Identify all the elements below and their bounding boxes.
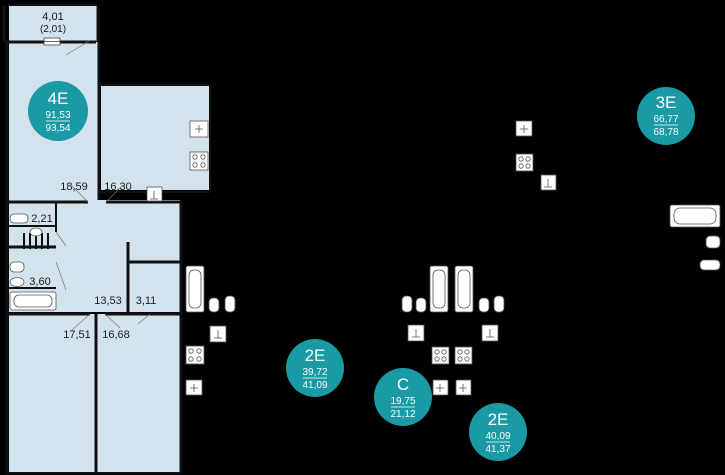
apartment-total-area: 68,78 — [653, 127, 678, 138]
bathtub-icon — [429, 265, 449, 313]
room-left-area-label: 17,51 — [63, 329, 91, 341]
bathtub-icon — [9, 291, 57, 311]
apartment-living-area: 40,09 — [485, 431, 510, 442]
balcony-area-label: 4,01 — [42, 11, 63, 23]
closet-area-label: 3,11 — [136, 295, 157, 307]
ventilation-shaft-icon — [23, 233, 49, 249]
kitchen-sink-icon — [189, 120, 209, 138]
apartment-code: 4E — [48, 89, 69, 108]
sink-icon — [146, 186, 163, 202]
toilet-icon — [401, 295, 413, 313]
toilet-icon — [699, 259, 721, 271]
apartment-badge-c[interactable]: C 19,75 21,12 — [374, 368, 432, 426]
room-left-area[interactable] — [9, 314, 95, 472]
apartment-code: 2E — [488, 410, 509, 429]
toilet-icon — [9, 277, 25, 287]
apartment-living-area: 19,75 — [390, 396, 415, 407]
sink-icon — [407, 324, 425, 342]
kitchen-sink-icon — [455, 379, 472, 396]
toilet-icon — [478, 297, 490, 313]
bedroom-area[interactable] — [101, 86, 209, 190]
sink-icon — [9, 213, 29, 224]
toilet-icon — [493, 295, 505, 313]
bathtub-icon — [669, 204, 721, 228]
bathtub-icon — [454, 265, 474, 313]
kitchen-sink-icon — [432, 379, 449, 396]
room-right-area-label: 16,68 — [102, 329, 130, 341]
stove-icon — [185, 345, 205, 365]
sink-icon — [9, 261, 25, 273]
kitchen-area-label: 18,59 — [60, 181, 88, 193]
stove-icon — [515, 153, 534, 172]
apartment-living-area: 66,77 — [653, 114, 678, 125]
hall-area-label: 13,53 — [94, 295, 122, 307]
apartment-code: 2E — [305, 346, 326, 365]
apartment-badge-4e[interactable]: 4E 91,53 93,54 — [28, 81, 88, 141]
bathtub-icon — [185, 265, 205, 313]
balcony[interactable] — [9, 5, 97, 41]
apartment-living-area: 39,72 — [302, 367, 327, 378]
toilet-icon — [29, 227, 43, 237]
kitchen-sink-icon — [515, 120, 533, 137]
apartment-total-area: 41,09 — [302, 380, 327, 391]
room-labels: 4,01 (2,01) 18,59 16,30 2,21 3,60 13,53 … — [29, 11, 156, 341]
apartment-living-area: 91,53 — [45, 110, 70, 121]
apartment-total-area: 93,54 — [45, 123, 70, 134]
bedroom-area-label: 16,30 — [104, 181, 132, 193]
apartment-total-area: 41,37 — [485, 444, 510, 455]
apartment-code: C — [397, 375, 409, 394]
sink-icon — [540, 174, 557, 191]
bathroom-top-area-label: 2,21 — [31, 213, 52, 225]
sink-icon — [209, 325, 227, 343]
bathroom-bottom-area-label: 3,60 — [29, 276, 50, 288]
stove-icon — [189, 151, 209, 171]
door-swings — [55, 40, 151, 331]
stove-icon — [431, 346, 450, 365]
apartment-badge-3e[interactable]: 3E 66,77 68,78 — [637, 87, 695, 145]
room-right-area[interactable] — [97, 314, 180, 472]
apartment-total-area: 21,12 — [390, 409, 415, 420]
apartment-code: 3E — [656, 93, 677, 112]
toilet-icon — [415, 297, 427, 313]
sink-icon — [705, 235, 721, 249]
toilet-icon — [208, 297, 220, 313]
apartment-badge-2e-b[interactable]: 2E 40,09 41,37 — [469, 403, 527, 461]
apartment-badge-2e-a[interactable]: 2E 39,72 41,09 — [286, 339, 344, 397]
toilet-icon — [224, 295, 236, 313]
kitchen-sink-icon — [185, 379, 203, 396]
balcony-reduced-area-label: (2,01) — [40, 24, 66, 35]
sink-icon — [481, 324, 499, 342]
apartment-4e-rooms — [9, 5, 209, 472]
stove-icon — [454, 346, 473, 365]
radiator-icon — [43, 37, 61, 46]
